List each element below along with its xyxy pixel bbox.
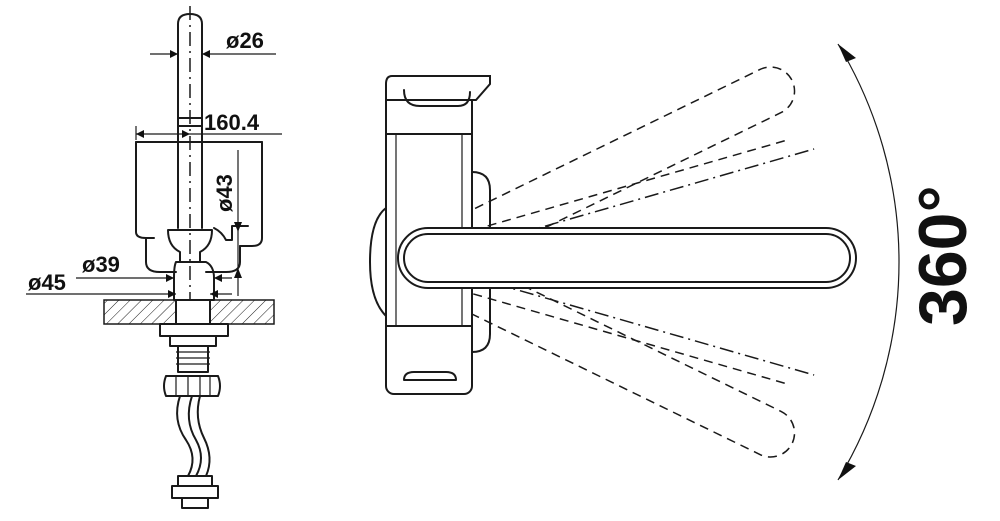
hose-fitting bbox=[181, 497, 209, 509]
dim-arrow bbox=[166, 274, 174, 282]
supply-connector bbox=[163, 375, 221, 397]
lever-body-lower bbox=[145, 237, 177, 273]
dim-spout-diameter: ø26 bbox=[226, 28, 264, 53]
dim-arrow bbox=[170, 50, 178, 58]
faucet-base bbox=[173, 261, 215, 301]
dim-arrow bbox=[210, 290, 218, 298]
supply-hose-right bbox=[196, 395, 211, 477]
swivel-angle-label: 360° bbox=[905, 185, 981, 326]
mounting-washer bbox=[169, 335, 217, 347]
lever-notch bbox=[213, 225, 249, 241]
dim-arrow bbox=[234, 222, 242, 232]
threaded-shank bbox=[177, 345, 209, 373]
side-view: ø26 160.4 ø43 ø39 ø45 bbox=[26, 6, 282, 509]
dim-arrow bbox=[234, 268, 242, 278]
faucet-neck bbox=[167, 229, 213, 263]
rotation-arrow-top bbox=[838, 44, 856, 62]
body-bottom-cap bbox=[403, 371, 457, 381]
dim-base-diameter: ø39 bbox=[82, 252, 120, 277]
lever-handle bbox=[385, 75, 491, 101]
spout-rotated-down-inner bbox=[415, 261, 815, 386]
dim-reach: 160.4 bbox=[204, 110, 260, 135]
lever-body-lower bbox=[205, 245, 241, 273]
dim-arrow bbox=[202, 50, 210, 58]
dim-arrow bbox=[214, 274, 222, 282]
dim-arrow bbox=[182, 130, 190, 138]
supply-hose-left bbox=[176, 395, 194, 477]
thread-lines bbox=[176, 351, 210, 365]
supply-hose-mid bbox=[187, 395, 202, 477]
hose-fitting bbox=[177, 475, 213, 487]
spout-current-inner bbox=[403, 233, 851, 283]
dim-arrow bbox=[168, 290, 176, 298]
rotation-arc bbox=[837, 43, 900, 481]
countertop-hole bbox=[175, 299, 211, 325]
dim-hole-diameter: ø45 bbox=[28, 270, 66, 295]
spout-rotated-down bbox=[393, 236, 796, 458]
dim-arrow bbox=[136, 130, 144, 138]
spout-current bbox=[397, 227, 857, 289]
rotation-arrow-bottom bbox=[838, 462, 856, 480]
hose-fitting bbox=[171, 485, 219, 499]
dim-body-diameter: ø43 bbox=[212, 174, 237, 212]
lever-grip bbox=[403, 89, 471, 107]
body-left-bump bbox=[369, 207, 387, 317]
mounting-nut bbox=[159, 323, 229, 337]
top-view: 360° bbox=[369, 43, 981, 481]
spout-rotated-up bbox=[393, 66, 796, 288]
